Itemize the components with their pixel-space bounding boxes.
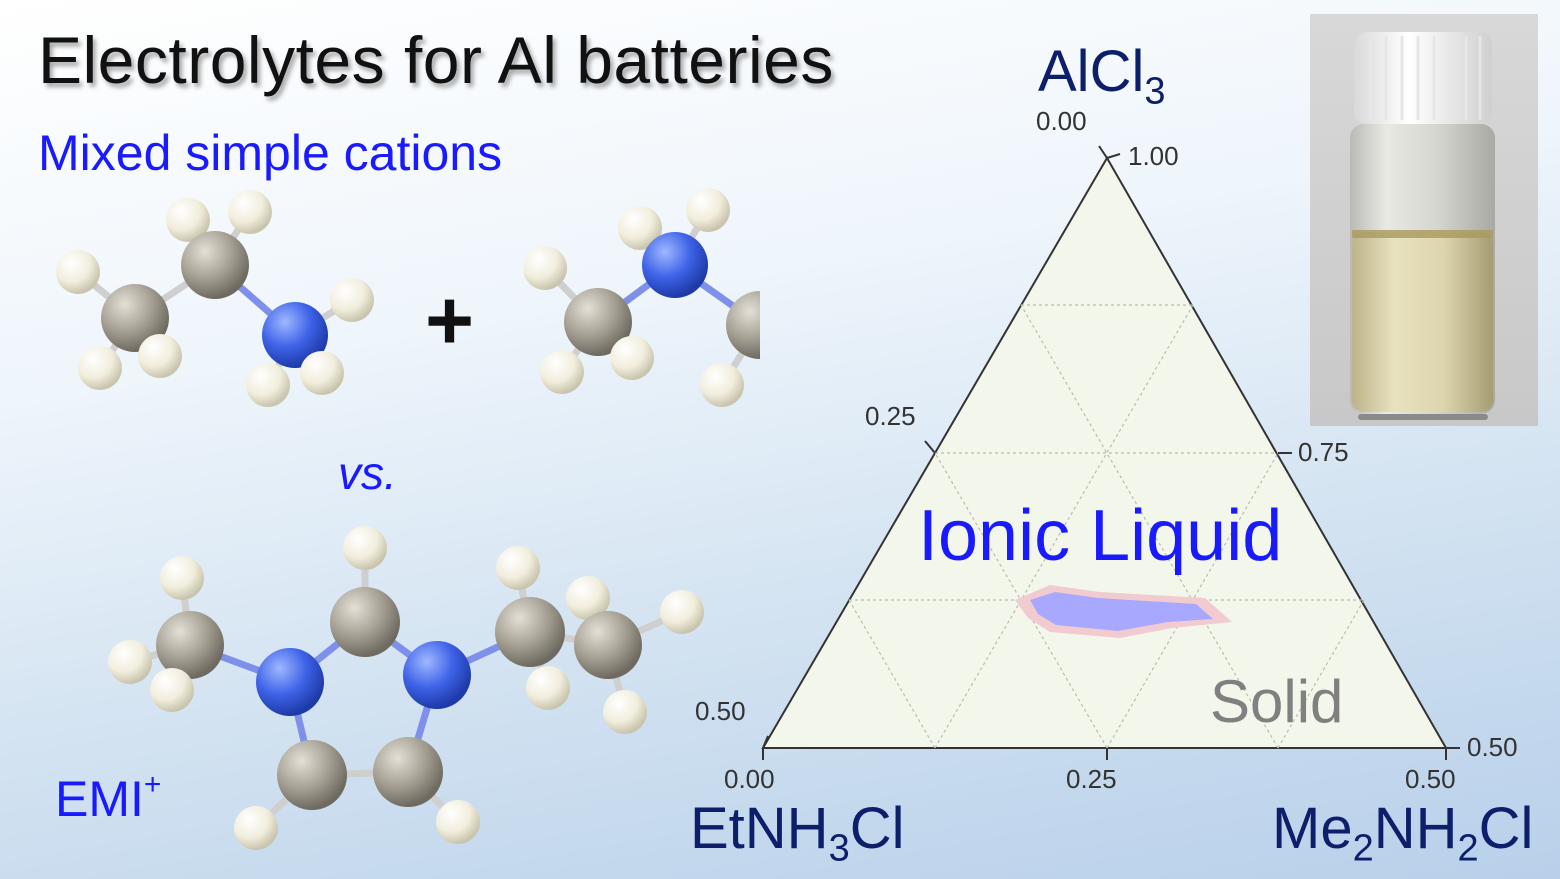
subtitle: Mixed simple cations	[38, 125, 503, 181]
ionic-liquid-region	[1015, 585, 1232, 638]
molecules-illustration	[56, 188, 760, 850]
vial-photo	[1310, 14, 1538, 426]
emi-label-text: EMI	[55, 771, 144, 827]
tick-bottom-left: 0.00	[724, 764, 775, 794]
corner-right-base: Me	[1272, 796, 1353, 861]
corner-right-sub2: 2	[1457, 827, 1479, 870]
vs-label: vs.	[338, 447, 397, 499]
tick-left-low: 0.50	[695, 696, 746, 726]
corner-right-sub: 2	[1352, 827, 1374, 870]
corner-top-sub: 3	[1144, 70, 1166, 113]
vial-liquid	[1352, 232, 1493, 412]
tick-top-right: 1.00	[1128, 141, 1179, 171]
tick-marks	[762, 145, 1460, 760]
corner-left-base: EtNH	[690, 796, 829, 861]
corner-label-etnh3cl: EtNH3Cl	[690, 795, 905, 871]
emi-charge: +	[143, 768, 162, 801]
tick-right-mid: 0.75	[1298, 437, 1349, 467]
tick-top-left: 0.00	[1036, 106, 1087, 136]
ionic-liquid-label: Ionic Liquid	[918, 496, 1282, 576]
corner-left-sub: 3	[828, 827, 850, 870]
solid-label: Solid	[1210, 668, 1343, 735]
corner-top-base: AlCl	[1038, 39, 1145, 104]
corner-label-alcl3: AlCl3	[1038, 38, 1165, 114]
corner-right-mid: NH	[1373, 796, 1458, 861]
tick-bottom-mid: 0.25	[1066, 764, 1117, 794]
vial-cap	[1354, 32, 1492, 124]
plus-sign: +	[425, 273, 475, 367]
tick-left-mid: 0.25	[865, 401, 916, 431]
corner-label-me2nh2cl: Me2NH2Cl	[1272, 795, 1533, 871]
tick-right-low: 0.50	[1467, 732, 1518, 762]
emi-label: EMI+	[55, 768, 161, 828]
corner-left-tail: Cl	[849, 796, 905, 861]
slide-title: Electrolytes for Al batteries	[38, 23, 834, 97]
tick-bottom-right: 0.50	[1405, 764, 1456, 794]
corner-right-tail: Cl	[1478, 796, 1534, 861]
